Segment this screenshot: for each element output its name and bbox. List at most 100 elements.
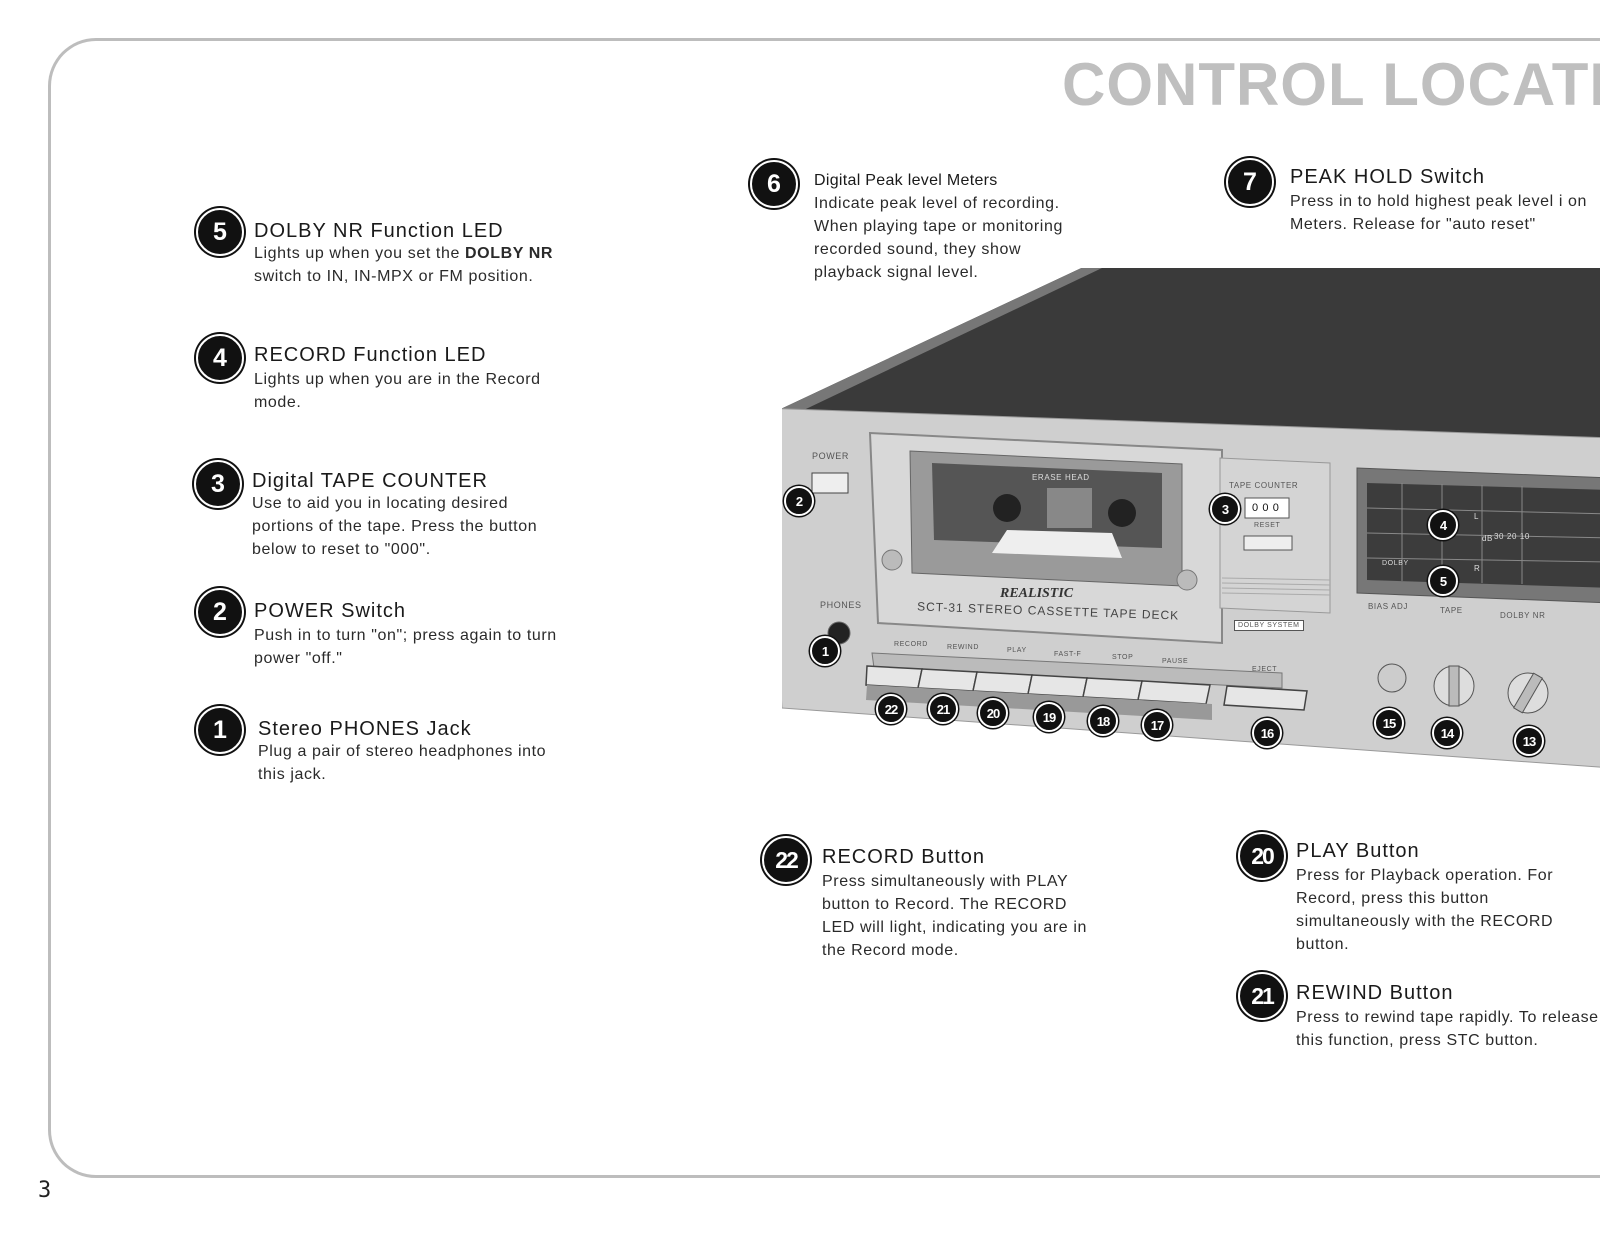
entry-heading: Digital TAPE COUNTER: [252, 470, 488, 492]
entry-peak-hold-switch: 7 PEAK HOLD Switch Press in to hold high…: [1226, 158, 1600, 248]
number-badge: 21: [1238, 972, 1286, 1020]
entry-play-button: 20 PLAY Button Press for Playback operat…: [1238, 832, 1600, 962]
meter-l-label: L: [1474, 512, 1480, 521]
number-badge: 5: [196, 208, 244, 256]
entry-record-button: 22 RECORD Button Press simultaneously wi…: [762, 836, 1122, 966]
button-bases: [866, 685, 1212, 720]
entry-body: Press in to hold highest peak level i on…: [1290, 193, 1588, 233]
reset-button-shape: [1243, 535, 1293, 551]
entry-heading: DOLBY NR Function LED: [254, 220, 504, 242]
dolby-system-label: DOLBY SYSTEM: [1234, 620, 1304, 631]
number-badge: 7: [1226, 158, 1274, 206]
dolby-nr-label: DOLBY NR: [1500, 611, 1546, 620]
reel-left: [993, 494, 1021, 522]
cassette-deck-illustration: POWER PHONES TAPE COUNTER 0 0 0 RESET DO…: [782, 268, 1600, 788]
tape-knob-grip: [1448, 665, 1460, 707]
page-title: CONTROL LOCATI: [1062, 51, 1600, 118]
entry-dolby-nr-led: 5 DOLBY NR Function LED Lights up when y…: [196, 208, 586, 318]
phones-label: PHONES: [820, 600, 862, 610]
meter-dolby-label: DOLBY: [1382, 560, 1409, 567]
button-label-strip: [871, 652, 1283, 689]
entry-body: Press simultaneously with PLAY button to…: [822, 873, 1087, 959]
reset-label: RESET: [1254, 522, 1281, 529]
body-text: Lights up when you set the: [254, 245, 465, 262]
meter-scale-label: 30 20 10: [1494, 532, 1530, 541]
entry-record-led: 4 RECORD Function LED Lights up when you…: [196, 334, 586, 424]
entry-body: Press to rewind tape rapidly. To release…: [1296, 1009, 1599, 1049]
entry-body: Press for Playback operation. For Record…: [1296, 867, 1554, 953]
bias-knob: [1377, 663, 1407, 693]
callout-3: 3: [1210, 494, 1240, 524]
callout-17: 17: [1142, 710, 1172, 740]
callout-13: 13: [1514, 726, 1544, 756]
callout-18: 18: [1088, 706, 1118, 736]
number-badge: 4: [196, 334, 244, 382]
entry-heading: Stereo PHONES Jack: [258, 718, 472, 740]
reel-right: [1108, 499, 1136, 527]
entry-tape-counter: 3 Digital TAPE COUNTER Use to aid you in…: [194, 460, 584, 570]
entry-heading: PEAK HOLD Switch: [1290, 166, 1485, 188]
number-badge: 22: [762, 836, 810, 884]
counter-grille: [1221, 577, 1331, 596]
tape-head-window: [1047, 488, 1092, 528]
power-label: POWER: [812, 451, 850, 461]
callout-20: 20: [978, 698, 1008, 728]
well-screw-left: [881, 549, 903, 571]
entry-body: Indicate peak level of recording. When p…: [814, 195, 1063, 281]
bias-adj-label: BIAS ADJ: [1368, 602, 1408, 611]
number-badge: 6: [750, 160, 798, 208]
callout-22: 22: [876, 694, 906, 724]
callout-14: 14: [1432, 718, 1462, 748]
entry-rewind-button: 21 REWIND Button Press to rewind tape ra…: [1238, 972, 1600, 1082]
tape-selector-label: TAPE: [1440, 606, 1463, 615]
page-frame: [48, 38, 1600, 1178]
number-badge: 3: [194, 460, 242, 508]
power-button-shape: [811, 472, 849, 494]
entry-body: Push in to turn "on"; press again to tur…: [254, 627, 557, 667]
record-button-label: RECORD: [894, 641, 928, 648]
callout-2: 2: [784, 486, 814, 516]
page-number: 3: [38, 1178, 52, 1203]
body-text: switch to IN, IN-MPX or FM position.: [254, 268, 534, 285]
counter-digits-box: [1244, 497, 1290, 519]
entry-heading: RECORD Button: [822, 846, 986, 868]
entry-phones-jack: 1 Stereo PHONES Jack Plug a pair of ster…: [196, 706, 586, 796]
entry-heading: Digital Peak level Meters: [814, 172, 998, 189]
deck-top-edge: [782, 268, 1102, 418]
transport-buttons: [865, 665, 1308, 711]
brand-logo: REALISTIC: [1000, 586, 1074, 601]
entry-body: Use to aid you in locating desired porti…: [252, 495, 538, 558]
number-badge: 1: [196, 706, 244, 754]
pause-button-label: PAUSE: [1162, 658, 1189, 665]
eject-button-label: EJECT: [1252, 666, 1278, 673]
entry-heading: POWER Switch: [254, 600, 407, 622]
rewind-button-label: REWIND: [947, 644, 979, 651]
meter-r-label: R: [1474, 564, 1481, 573]
well-screw-right: [1176, 569, 1198, 591]
entry-body: Lights up when you set the DOLBY NR swit…: [254, 242, 564, 288]
entry-heading: RECORD Function LED: [254, 344, 487, 366]
body-bold: DOLBY NR: [465, 245, 554, 262]
entry-heading: REWIND Button: [1296, 982, 1454, 1004]
deck-drawing: [782, 268, 1600, 768]
entry-peak-meters: 6 Digital Peak level Meters Indicate pea…: [750, 160, 1110, 290]
callout-4: 4: [1428, 510, 1458, 540]
counter-digits: 0 0 0: [1252, 502, 1280, 514]
stop-button-label: STOP: [1112, 654, 1134, 661]
erase-head-label: ERASE HEAD: [1032, 473, 1090, 482]
callout-15: 15: [1374, 708, 1404, 738]
entry-body: Plug a pair of stereo headphones into th…: [258, 743, 547, 783]
entry-power-switch: 2 POWER Switch Push in to turn "on"; pre…: [196, 588, 586, 678]
number-badge: 20: [1238, 832, 1286, 880]
callout-1: 1: [810, 636, 840, 666]
callout-19: 19: [1034, 702, 1064, 732]
callout-16: 16: [1252, 718, 1282, 748]
meter-db-label: dB: [1482, 534, 1493, 543]
tape-counter-label: TAPE COUNTER: [1229, 481, 1299, 490]
entry-heading: PLAY Button: [1296, 840, 1420, 862]
entry-body: Lights up when you are in the Record mod…: [254, 371, 541, 411]
dolby-knob-grip: [1512, 672, 1544, 714]
play-button-label: PLAY: [1007, 647, 1027, 654]
tape-guide: [992, 530, 1122, 558]
callout-5: 5: [1428, 566, 1458, 596]
